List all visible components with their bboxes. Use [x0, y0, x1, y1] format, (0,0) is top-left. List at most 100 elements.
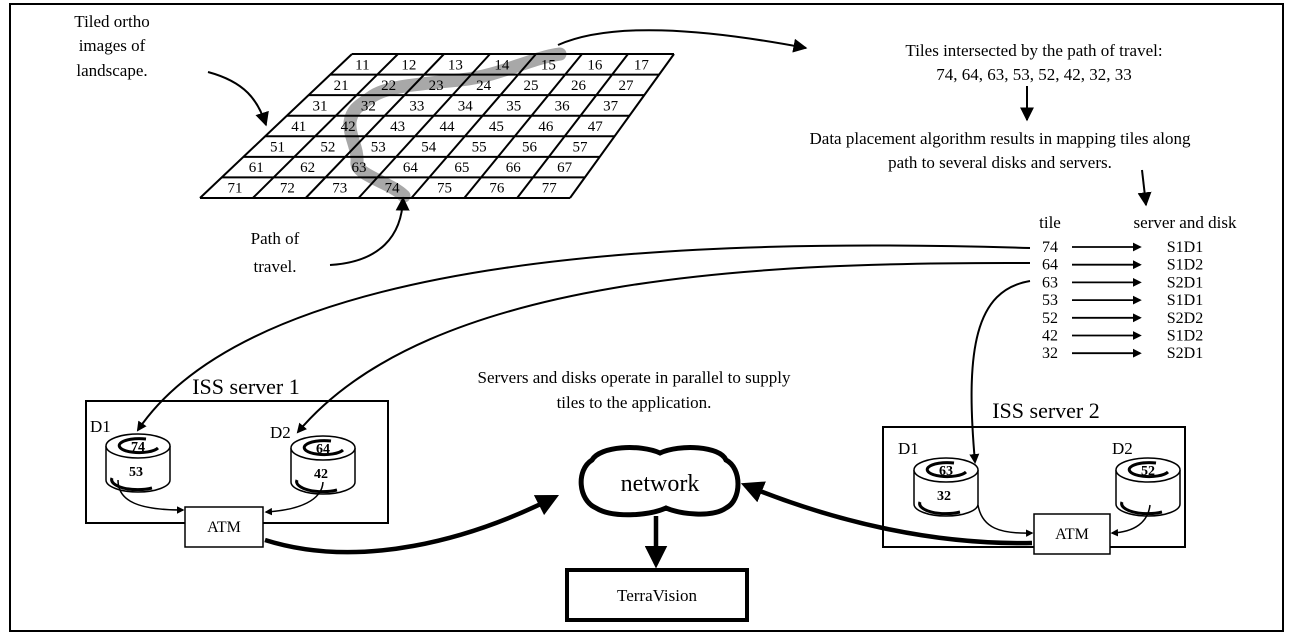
tile-label: 32: [361, 98, 376, 114]
mapping-header-server: server and disk: [1134, 213, 1237, 232]
mapping-target: S2D2: [1167, 310, 1203, 327]
disk-track-top: [117, 437, 160, 455]
intersected-title: Tiles intersected by the path of travel:: [905, 41, 1162, 60]
tile-label: 54: [421, 140, 437, 156]
tile-label: 67: [557, 160, 573, 176]
disk-track-bottom: [1120, 501, 1163, 516]
mapping-tile: 52: [1042, 310, 1058, 327]
server2-atm-label: ATM: [1055, 526, 1089, 543]
tile-label: 31: [312, 98, 327, 114]
mapping-tile: 42: [1042, 328, 1058, 345]
server1-d1-label: D1: [90, 417, 111, 436]
tile-label: 51: [270, 140, 285, 156]
tile-label: 37: [603, 98, 619, 114]
disk-track-top: [925, 461, 968, 479]
grid-col-line: [304, 53, 445, 199]
atm1-to-network: [264, 494, 560, 555]
server2-d1-label: D1: [898, 439, 919, 458]
server1-atm-box: [184, 506, 264, 548]
grid-col-line: [410, 53, 537, 199]
disk-tile-top: 63: [939, 464, 953, 479]
server1-d2-label: D2: [270, 423, 291, 442]
tile-label: 17: [634, 57, 650, 73]
tile-label: 63: [352, 160, 367, 176]
tile-label: 71: [228, 181, 243, 197]
tiled-images-line1: Tiled ortho: [74, 12, 149, 31]
tile-label: 75: [437, 181, 452, 197]
disk-track-top: [302, 439, 345, 457]
tile-label: 46: [538, 119, 554, 135]
tile-label: 11: [355, 57, 369, 73]
s1d1-to-atm: [117, 479, 185, 514]
tile-label: 33: [409, 98, 424, 114]
tile-label: 52: [320, 140, 335, 156]
mapping-header-tile: tile: [1039, 213, 1061, 232]
disk-tile-bottom: 53: [129, 465, 143, 480]
mapping-target: S1D1: [1167, 239, 1203, 256]
server1-title: ISS server 1: [192, 374, 300, 399]
path-label-line2: travel.: [254, 257, 297, 276]
tile-label: 12: [401, 57, 416, 73]
mapping-target: S1D2: [1167, 328, 1203, 345]
disk-body: [1115, 470, 1181, 517]
tile-label: 25: [524, 78, 539, 94]
disk-tile-top: 52: [1141, 464, 1155, 479]
network-label: network: [621, 471, 700, 497]
grid-col-line: [199, 53, 353, 199]
terravision-label: TerraVision: [617, 586, 697, 605]
atm2-to-network: [740, 481, 1033, 546]
s2d1-to-atm: [977, 504, 1034, 537]
server2-d2-label: D2: [1112, 439, 1133, 458]
path-label-line1: Path of: [251, 229, 300, 248]
tile-label: 72: [280, 181, 295, 197]
tile-label: 66: [506, 160, 522, 176]
tile-label: 74: [385, 181, 401, 197]
tile-label: 77: [542, 181, 558, 197]
tile-label: 23: [429, 78, 444, 94]
tile-label: 44: [440, 119, 456, 135]
disk-top: [105, 433, 171, 459]
tile-label: 73: [332, 181, 347, 197]
tiled-images-line3: landscape.: [76, 61, 147, 80]
server1-atm-label: ATM: [207, 519, 241, 536]
tile-label: 47: [588, 119, 604, 135]
s1d2-to-atm: [264, 481, 324, 516]
tile-label: 57: [572, 140, 588, 156]
tile-label: 16: [587, 57, 603, 73]
disk-track-top: [1127, 461, 1170, 479]
mapping-target: S1D1: [1167, 292, 1203, 309]
mapping-target: S1D2: [1167, 257, 1203, 274]
tile-label: 36: [555, 98, 571, 114]
grid-col-line: [357, 53, 491, 199]
tile-label: 21: [334, 78, 349, 94]
intersected-list: 74, 64, 63, 53, 52, 42, 32, 33: [936, 65, 1132, 84]
tile-label: 55: [472, 140, 487, 156]
disk-body: [105, 446, 171, 493]
s2d2-to-atm: [1110, 504, 1151, 537]
disk-track-bottom: [110, 477, 153, 492]
tile-label: 64: [403, 160, 419, 176]
mapping-tile: 64: [1042, 257, 1058, 274]
tile-label: 26: [571, 78, 587, 94]
disk-tile-top: 64: [316, 442, 330, 457]
tile-label: 24: [476, 78, 492, 94]
terravision-box: [565, 568, 749, 622]
server2-atm-box: [1033, 513, 1111, 555]
arrow-placement-down: [1137, 169, 1152, 207]
tiled-images-line2: images of: [79, 36, 146, 55]
parallel-line1: Servers and disks operate in parallel to…: [477, 368, 791, 387]
grid-col-line: [463, 53, 583, 199]
tile-label: 42: [341, 119, 356, 135]
tile-label: 15: [541, 57, 556, 73]
arrow-to-intersected: [557, 29, 808, 53]
tile-label: 35: [506, 98, 521, 114]
disk-track-bottom: [295, 479, 338, 494]
placement-line2: path to several disks and servers.: [888, 153, 1112, 172]
tile-label: 56: [522, 140, 538, 156]
